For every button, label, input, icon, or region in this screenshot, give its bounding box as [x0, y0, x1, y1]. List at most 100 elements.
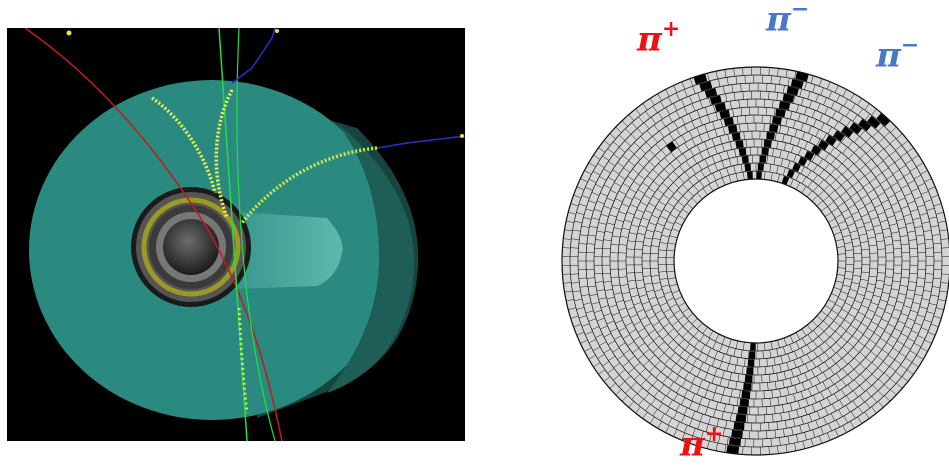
ring-cell-divider [827, 126, 832, 135]
ring-cell-divider [812, 350, 818, 358]
ring-cell-divider [782, 134, 785, 142]
ring-cell-divider [834, 429, 839, 437]
ring-cell-divider [688, 336, 694, 343]
ring-cell-divider [887, 323, 896, 328]
ring-cell-divider [673, 85, 678, 93]
ring-cell-divider [667, 96, 673, 105]
ring-cell-divider [848, 363, 855, 370]
ring-cell-divider [688, 401, 693, 409]
ring-cell-divider [650, 267, 659, 269]
ring-cell-divider [588, 200, 597, 204]
hit-cell [709, 95, 722, 105]
ring-cell-divider [694, 174, 700, 182]
ring-cell-divider [881, 199, 889, 204]
ring-cell-divider [797, 113, 801, 122]
ring-cell-divider [887, 162, 895, 168]
ring-cell-divider [564, 290, 573, 293]
ring-cell-divider [637, 328, 645, 333]
ring-cell-divider [576, 186, 585, 191]
ring-cell-divider [900, 333, 909, 338]
ring-cell-divider [844, 302, 853, 307]
ring-cell-divider [697, 352, 703, 360]
ring-cell-divider [916, 234, 925, 237]
ring-cell-divider [765, 406, 767, 415]
ring-cell-divider [920, 327, 929, 331]
ring-cell-divider [806, 344, 812, 352]
ring-cell-divider [820, 391, 825, 400]
ring-cell-divider [932, 286, 941, 288]
ring-cell-divider [777, 68, 779, 77]
ring-cell-divider [833, 320, 841, 326]
ring-cell-divider [675, 421, 680, 430]
ring-cell-divider [719, 361, 723, 370]
ring-cell-divider [823, 331, 830, 338]
hit-point [275, 29, 279, 33]
ring-cell-divider [852, 181, 859, 187]
ring-cell-divider [861, 304, 869, 309]
ring-cell-divider [612, 235, 621, 238]
ring-cell-divider [609, 133, 616, 140]
ring-cell-divider [677, 315, 685, 321]
ring-cell-divider [864, 201, 872, 206]
hit-cell [766, 131, 775, 140]
ring-cell-divider [845, 109, 851, 117]
ring-cell-divider [771, 390, 773, 399]
ring-cell-divider [740, 83, 742, 92]
hit-cell [719, 109, 731, 119]
ring-cell-divider [787, 77, 790, 86]
ring-cell-divider [655, 371, 662, 379]
ring-cell-divider [587, 234, 596, 237]
ring-cell-divider [744, 358, 746, 367]
pi-symbol: π [766, 0, 791, 40]
ring-cell-divider [597, 354, 605, 359]
ring-cell-divider [678, 176, 685, 184]
ring-cell-divider [643, 167, 650, 174]
ring-cell-divider [726, 150, 730, 159]
ring-cell-divider [789, 402, 793, 411]
ring-cell-divider [882, 291, 891, 295]
ring-cell-divider [839, 115, 844, 123]
ring-cell-divider [899, 164, 907, 170]
ring-cell-divider [892, 280, 901, 283]
ring-cell-divider [779, 125, 782, 134]
hit-cell [704, 88, 718, 98]
hit-cell [741, 390, 751, 399]
ring-cell-divider [642, 103, 648, 111]
ring-cell-divider [806, 170, 812, 178]
ring-cell-divider [854, 218, 862, 222]
ring-cell-divider [818, 179, 824, 186]
hit-cell [738, 147, 747, 156]
ring-cell-divider [721, 143, 725, 152]
ring-cell-divider [905, 222, 914, 225]
ring-cell-divider [850, 411, 856, 419]
ring-cell-divider [705, 338, 711, 346]
ring-cell-divider [602, 361, 610, 367]
ring-cell-divider [860, 141, 867, 149]
ring-cell-divider [683, 389, 688, 398]
ring-cell-divider [844, 215, 853, 220]
ring-cell-divider [779, 364, 782, 373]
ring-cell-divider [643, 275, 652, 277]
hit-cells [666, 71, 890, 454]
ring-cell-divider [707, 114, 711, 123]
ring-cell-divider [681, 81, 686, 90]
ring-cell-divider [571, 282, 580, 284]
ring-cell-divider [727, 134, 730, 142]
ring-cell-divider [600, 325, 608, 330]
hit-cell [769, 124, 779, 133]
ring-cell-divider [926, 311, 935, 315]
ring-cell-divider [618, 147, 626, 153]
ring-cell-divider [651, 245, 660, 247]
hit-cell [747, 359, 755, 367]
ring-cell-divider [930, 294, 939, 297]
ring-cell-divider [865, 136, 872, 143]
ring-cell-divider [917, 204, 925, 208]
ring-cell-divider [864, 316, 872, 321]
ring-cell-divider [804, 81, 807, 90]
ring-cell-divider [576, 307, 585, 310]
ring-cell-divider [876, 240, 885, 243]
ring-cell-divider [659, 302, 668, 307]
ring-cell-divider [732, 108, 735, 117]
ring-cell-divider [654, 288, 663, 292]
track-red [24, 28, 283, 441]
